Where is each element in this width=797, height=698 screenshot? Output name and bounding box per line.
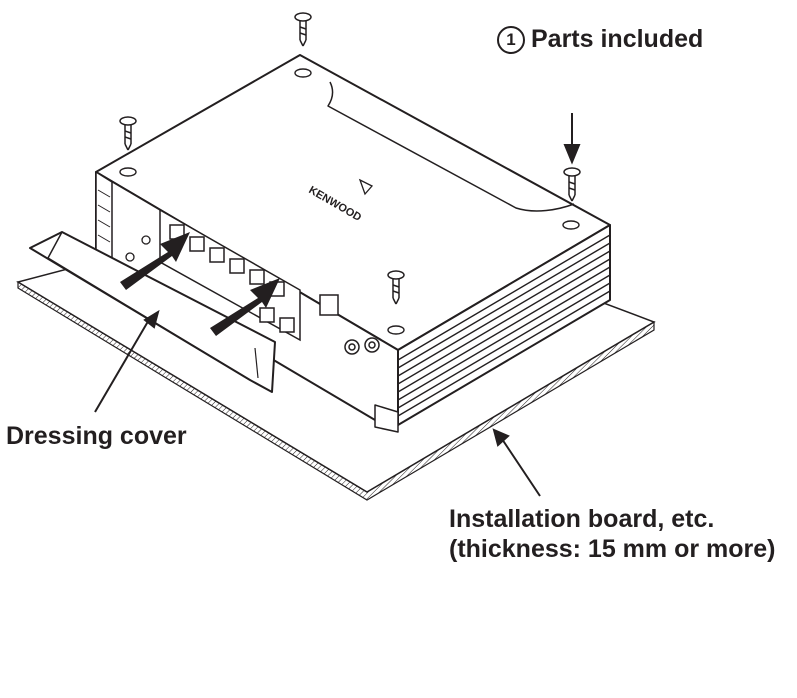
installation-board-label: Installation board, etc. (thickness: 15 … [449, 504, 776, 564]
parts-included-text: Parts included [531, 25, 704, 53]
arrow-icon [210, 278, 280, 336]
screw-icon [387, 270, 405, 305]
installation-board-text: Installation board, etc. [449, 505, 715, 533]
leader-line-cover [94, 317, 151, 413]
terminal-block [159, 208, 339, 342]
screw-icon [119, 116, 137, 151]
top-panel [327, 81, 575, 212]
screw-icon [563, 167, 581, 202]
screw-icon [294, 12, 312, 47]
leader-line-board [499, 435, 541, 497]
dressing-cover-label: Dressing cover [6, 422, 187, 450]
rca-jacks [344, 337, 380, 355]
item-number-badge: 1 [497, 26, 525, 54]
arrow-icon [120, 232, 190, 290]
board-thickness-text: (thickness: 15 mm or more) [449, 535, 776, 563]
arrow-icon [563, 113, 581, 165]
triangle-mark-icon [358, 178, 374, 196]
